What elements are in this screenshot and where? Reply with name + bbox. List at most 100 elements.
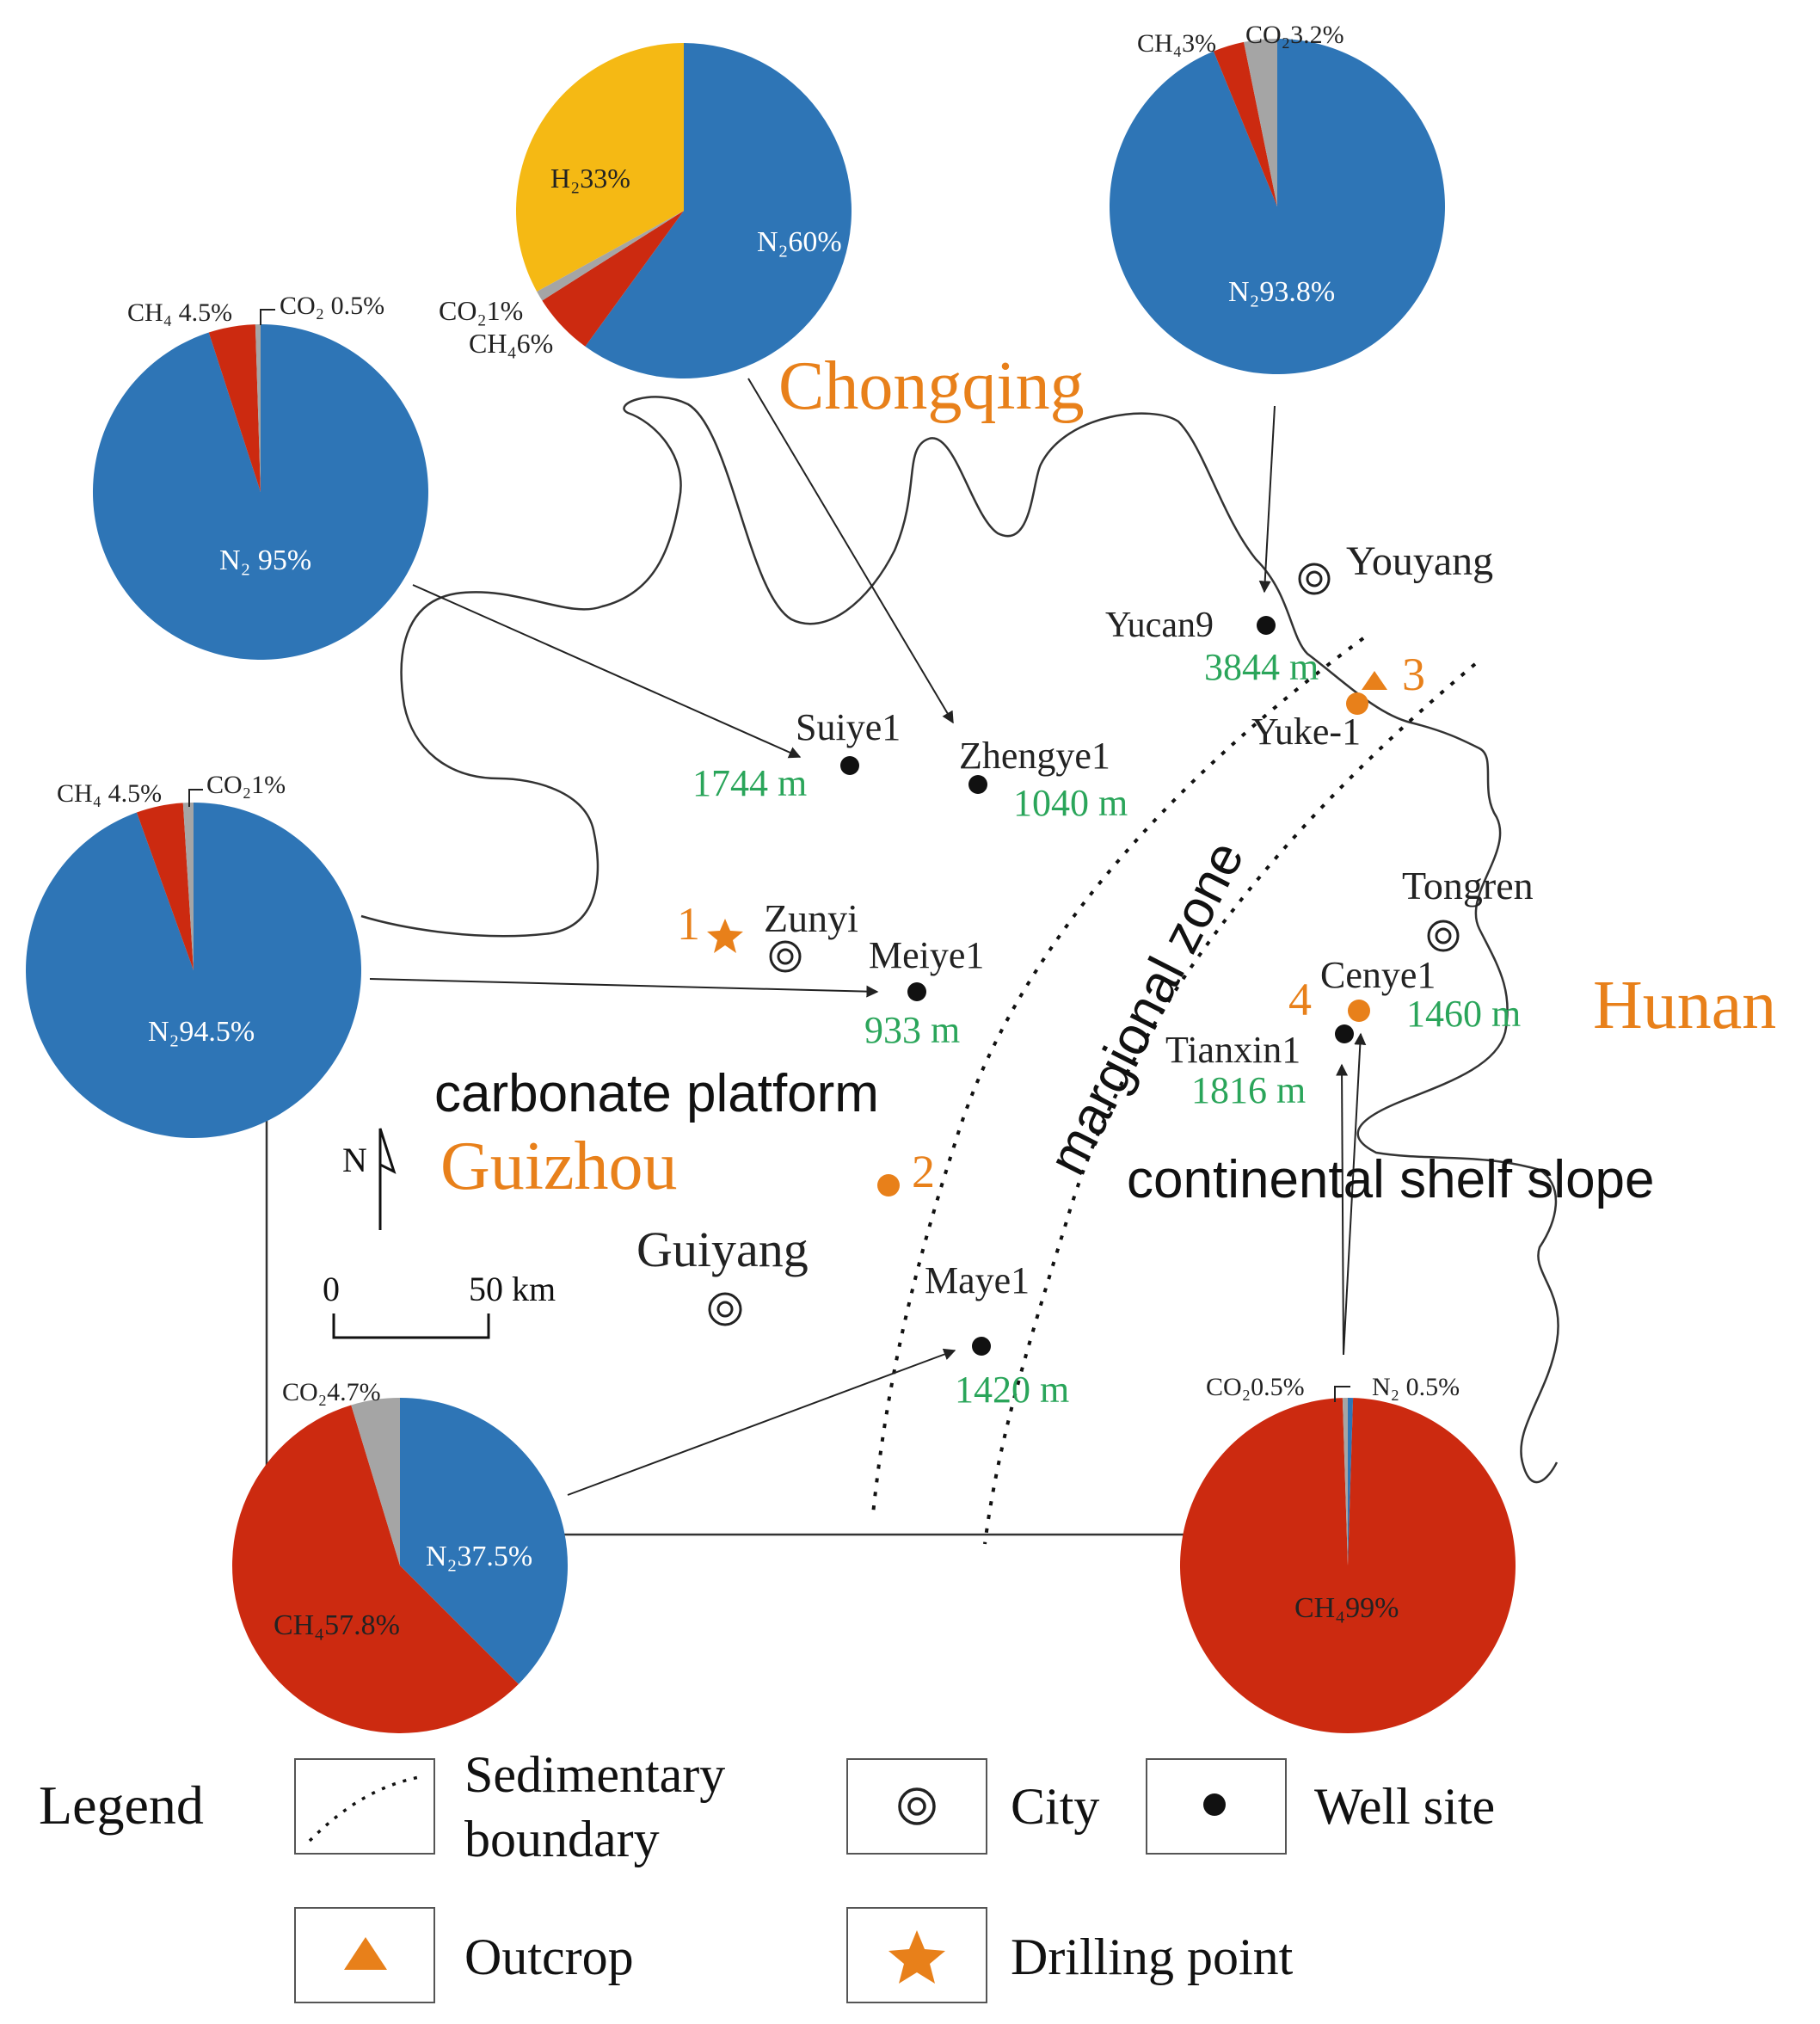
pie-chart-maye1 xyxy=(232,1398,569,1733)
pie-slice-n2 xyxy=(585,43,852,378)
scale-bar-line xyxy=(332,1313,490,1339)
pie-label: N₂37.5% xyxy=(426,1541,532,1572)
north-arrow: N xyxy=(342,1128,397,1230)
north-label: N xyxy=(342,1141,367,1179)
site-number: 1 xyxy=(677,898,700,950)
pie-label: CH₄ 4.5% xyxy=(127,298,232,327)
well-site-dot xyxy=(968,775,987,794)
pie-chart-yucan9 xyxy=(1109,39,1445,374)
pie-label: N₂ 95% xyxy=(219,544,311,576)
well-yuke1: Yuke-1 xyxy=(1251,692,1368,753)
site-3: 3 xyxy=(1362,649,1425,700)
well-depth: 933 m xyxy=(864,1009,960,1051)
pie-slice-ch4 xyxy=(1180,1398,1516,1734)
well-name: Yucan9 xyxy=(1105,606,1214,645)
well-depth: 1744 m xyxy=(692,762,807,804)
zone-continental-shelf-slope: continental shelf slope xyxy=(1127,1150,1655,1209)
city-symbol xyxy=(708,1292,742,1326)
city-symbol xyxy=(769,940,802,973)
legend-city-symbol-inner xyxy=(907,1797,926,1816)
city-symbol-inner xyxy=(1306,570,1323,588)
pie-slice-n2 xyxy=(92,324,428,660)
city-symbol-inner xyxy=(1435,927,1452,944)
pie-slice-n2 xyxy=(1348,1398,1354,1566)
pie-slice-ch4 xyxy=(208,324,261,492)
arrow-tianxin1 xyxy=(1336,1063,1349,1356)
legend-boundary-symbol xyxy=(308,1775,424,1843)
arrow-cenye1 xyxy=(1343,1032,1367,1356)
pie-slice-n2 xyxy=(400,1398,569,1684)
zone-margional: margional zone xyxy=(1037,832,1256,1184)
site-1: 1 xyxy=(677,898,743,953)
province-guizhou: Guizhou xyxy=(440,1129,678,1204)
well-tianxin1: Tianxin1 1816 m xyxy=(1165,1024,1354,1111)
pie-slice-n2 xyxy=(26,803,362,1138)
city-youyang: Youyang xyxy=(1298,538,1493,595)
pie-slice-ch4 xyxy=(542,211,684,347)
outcrop-dot xyxy=(1346,692,1368,715)
city-label: Youyang xyxy=(1346,538,1493,584)
legend-box-boundary xyxy=(294,1758,435,1855)
pie-label: CO₂1% xyxy=(206,771,286,799)
pie-label: N₂ 0.5% xyxy=(1372,1373,1460,1401)
arrow-suiye1 xyxy=(412,584,802,759)
site-number: 4 xyxy=(1288,974,1312,1025)
well-site-dot xyxy=(1335,1024,1354,1043)
city-symbol-inner xyxy=(777,948,794,965)
well-zhengye1: Zhengye1 1040 m xyxy=(959,735,1128,824)
pie-label: CH₄99% xyxy=(1294,1592,1399,1624)
well-name: Yuke-1 xyxy=(1251,711,1361,753)
province-hunan: Hunan xyxy=(1593,968,1776,1043)
city-symbol xyxy=(1298,563,1331,595)
legend-city-label: City xyxy=(1011,1778,1099,1835)
legend-boundary-label-1: Sedimentary xyxy=(464,1746,725,1803)
site-dot xyxy=(877,1174,900,1197)
city-tongren: Tongren xyxy=(1402,864,1534,952)
well-name: Suiye1 xyxy=(796,706,901,748)
north-arrow-head xyxy=(378,1128,397,1174)
city-guiyang: Guiyang xyxy=(636,1221,809,1326)
sedimentary-boundary-east xyxy=(983,662,1477,1545)
pie-slice-co2 xyxy=(255,324,261,492)
outcrop-triangle xyxy=(1362,671,1387,690)
leader-line xyxy=(188,789,203,807)
legend-outcrop-symbol xyxy=(344,1937,387,1970)
city-label: Tongren xyxy=(1402,864,1534,907)
legend-drilling-label: Drilling point xyxy=(1011,1929,1294,1985)
well-yucan9: Yucan9 3844 m xyxy=(1105,606,1319,688)
pie-label: CH₄57.8% xyxy=(274,1609,400,1641)
well-maye1: Maye1 1420 m xyxy=(925,1259,1069,1411)
site-number: 3 xyxy=(1402,649,1425,700)
pie-label: N₂93.8% xyxy=(1228,276,1335,308)
pie-label: CO₂1% xyxy=(439,295,523,326)
legend-boundary-label-2: boundary xyxy=(464,1811,660,1867)
pie-chart-cenye1 xyxy=(1180,1398,1516,1734)
pie-label: N₂60% xyxy=(757,226,842,258)
well-site-dot xyxy=(972,1337,991,1356)
legend-outcrop-label: Outcrop xyxy=(464,1929,634,1985)
site-number: 2 xyxy=(912,1146,935,1197)
well-depth: 1816 m xyxy=(1191,1069,1306,1111)
site-2: 2 xyxy=(877,1146,935,1197)
pie-label: H₂33% xyxy=(550,163,630,194)
pie-label: CO₂ 0.5% xyxy=(280,292,384,320)
scale-zero: 0 xyxy=(323,1270,340,1308)
pie-slice-co2 xyxy=(182,803,194,970)
well-site-dot xyxy=(907,982,926,1001)
pie-chart-suiye1 xyxy=(92,324,428,660)
legend-city-symbol xyxy=(898,1787,936,1825)
arrow-yucan9 xyxy=(1258,405,1276,594)
well-depth: 1040 m xyxy=(1013,782,1128,824)
pie-slice-ch4 xyxy=(232,1405,519,1733)
city-symbol-inner xyxy=(716,1301,734,1318)
well-name: Maye1 xyxy=(925,1259,1030,1301)
legend: Legend Sedimentary boundary City Well si… xyxy=(39,1746,1495,2003)
pie-label: CO₂0.5% xyxy=(1206,1373,1305,1401)
zone-carbonate-platform: carbonate platform xyxy=(434,1064,879,1123)
legend-title: Legend xyxy=(39,1775,204,1836)
pie-slice-ch4 xyxy=(136,803,194,970)
well-name: Cenye1 xyxy=(1320,954,1436,996)
legend-well-label: Well site xyxy=(1314,1778,1495,1835)
